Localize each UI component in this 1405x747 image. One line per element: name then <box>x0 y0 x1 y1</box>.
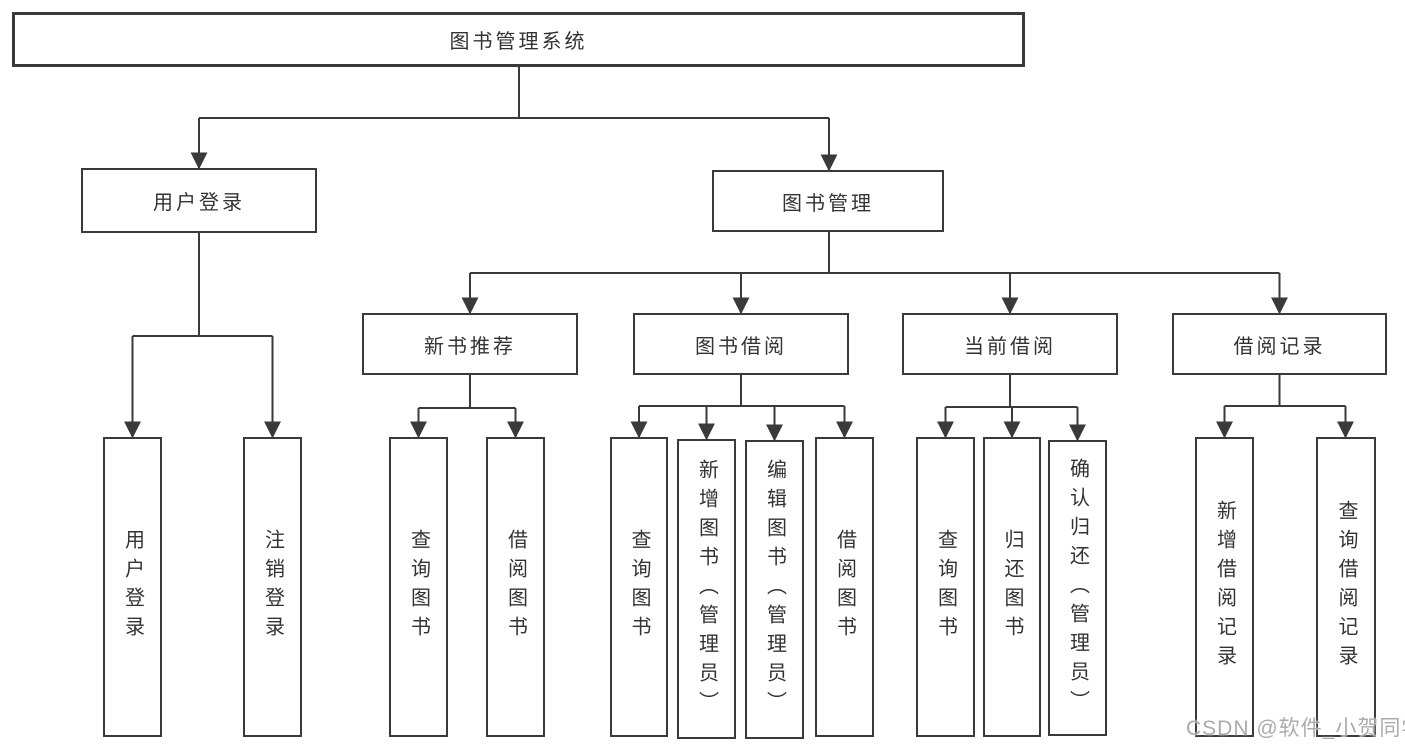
leaf-query-books-recommendation: 查询图书 <box>389 437 448 737</box>
node-label: 图书管理 <box>782 192 874 215</box>
node-label: 新书推荐 <box>424 335 516 358</box>
node-label: 用户登录 <box>153 192 245 214</box>
node-label: 查询图书 <box>407 529 430 645</box>
node-book-borrowing: 图书借阅 <box>633 313 849 375</box>
node-label: 归还图书 <box>1001 529 1023 645</box>
node-label: 新增图书（管理员） <box>695 458 718 720</box>
leaf-borrow-books-recommendation: 借阅图书 <box>486 437 545 737</box>
node-label: 查询图书 <box>628 529 650 645</box>
node-label: 查询借阅记录 <box>1335 500 1357 674</box>
node-library-management-system: 图书管理系统 <box>12 12 1025 67</box>
node-label: 借阅图书 <box>833 529 856 645</box>
node-label: 查询图书 <box>934 529 957 645</box>
node-user-login: 用户登录 <box>81 168 317 233</box>
leaf-borrow-books-borrowing: 借阅图书 <box>815 437 874 737</box>
leaf-edit-books-admin: 编辑图书（管理员） <box>745 440 804 739</box>
leaf-query-borrow-record: 查询借阅记录 <box>1316 437 1376 737</box>
node-label: 当前借阅 <box>964 335 1056 358</box>
node-new-book-recommendation: 新书推荐 <box>362 313 578 375</box>
node-label: 新增借阅记录 <box>1213 500 1236 674</box>
node-borrowing-records: 借阅记录 <box>1172 313 1387 375</box>
node-label: 注销登录 <box>261 529 284 645</box>
leaf-return-books: 归还图书 <box>983 437 1041 737</box>
leaf-logout: 注销登录 <box>243 437 302 737</box>
node-current-borrowing: 当前借阅 <box>902 313 1118 375</box>
leaf-query-books-current: 查询图书 <box>916 437 975 737</box>
csdn-watermark: CSDN @软件_小贺同学 <box>1186 717 1405 740</box>
node-label: 用户登录 <box>121 529 144 645</box>
node-book-management: 图书管理 <box>712 170 944 232</box>
leaf-confirm-return-admin: 确认归还（管理员） <box>1048 440 1107 736</box>
node-label: 借阅记录 <box>1233 335 1326 358</box>
node-label: 图书借阅 <box>695 335 787 358</box>
node-label: 编辑图书（管理员） <box>763 459 786 720</box>
node-label: 图书管理系统 <box>449 31 588 53</box>
leaf-add-borrow-record: 新增借阅记录 <box>1195 437 1254 737</box>
leaf-query-books-borrowing: 查询图书 <box>610 437 668 737</box>
leaf-add-books-admin: 新增图书（管理员） <box>677 439 736 739</box>
node-label: 确认归还（管理员） <box>1066 457 1089 719</box>
node-label: 借阅图书 <box>504 529 527 645</box>
leaf-user-login: 用户登录 <box>103 437 162 737</box>
